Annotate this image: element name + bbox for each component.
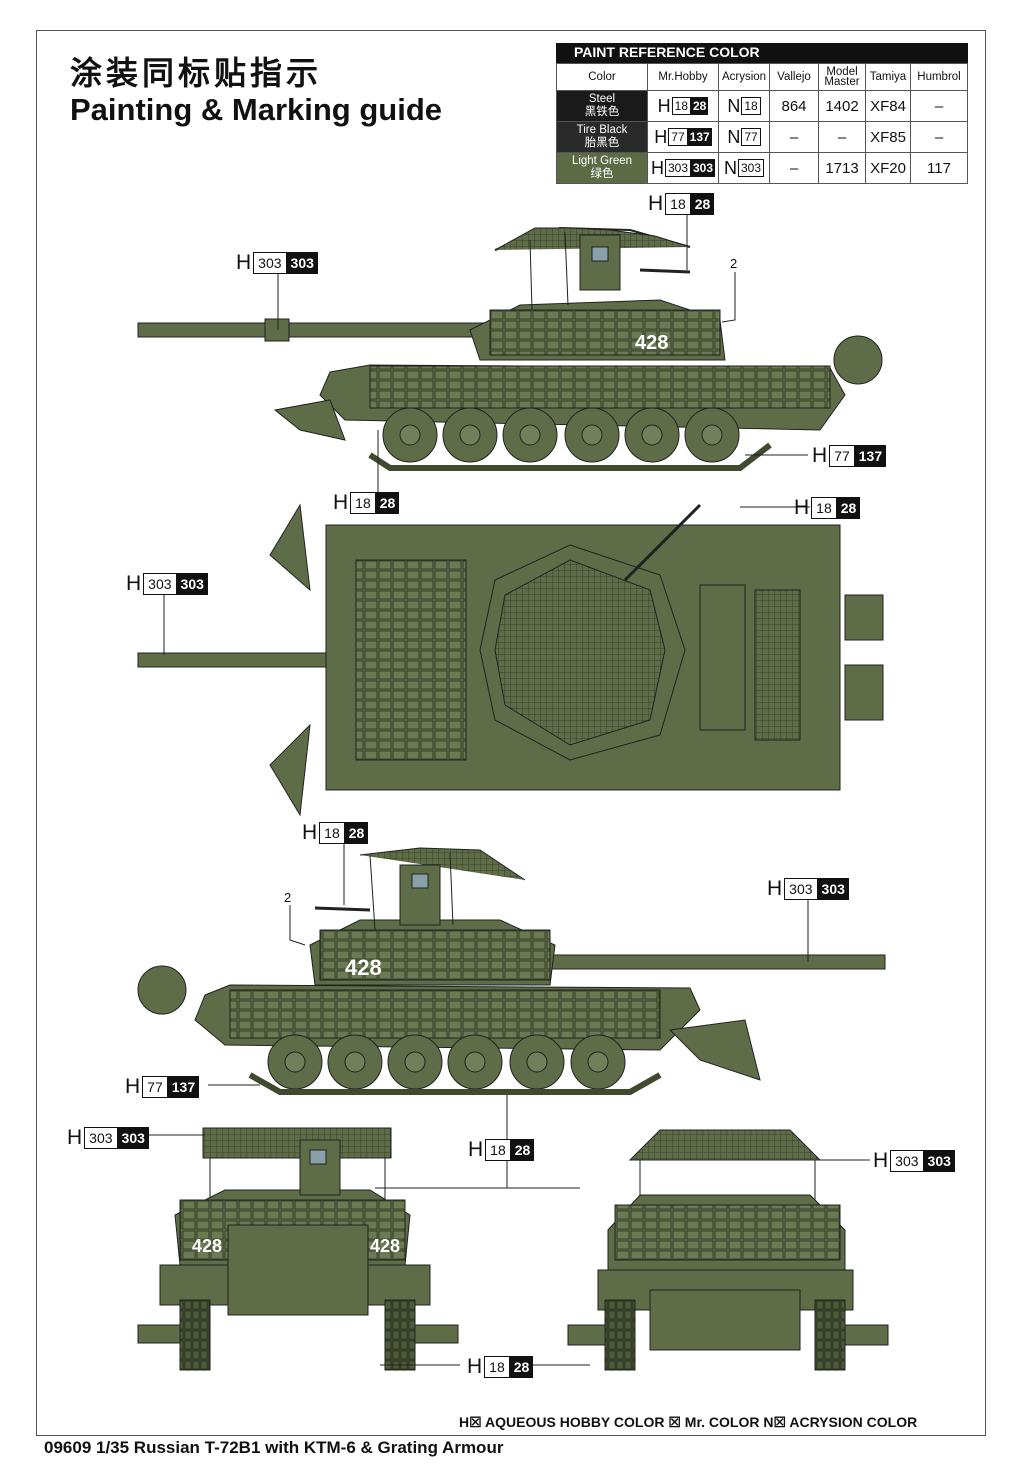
front-view <box>137 1127 459 1371</box>
page-frame <box>36 30 986 1436</box>
table-header-row: Color Mr.Hobby Acrysion Vallejo Model Ma… <box>556 63 968 91</box>
reactive-armour <box>369 365 831 409</box>
model-master-code: 1713 <box>818 152 866 184</box>
leader-lines <box>147 212 870 1366</box>
product-footer: 09609 1/35 Russian T-72B1 with KTM-6 & G… <box>44 1438 504 1457</box>
column-header: Model Master <box>818 63 866 91</box>
side-view-right <box>137 847 886 1095</box>
fuel-drum <box>844 664 884 721</box>
hull-number: 428 <box>192 1236 222 1256</box>
title-english: Painting & Marking guide <box>70 92 443 127</box>
column-header: Humbrol <box>910 63 968 91</box>
column-header: Acrysion <box>718 63 770 91</box>
mine-plough <box>273 399 346 441</box>
tamiya-code: XF20 <box>865 152 911 184</box>
color-legend: H☒ AQUEOUS HOBBY COLOR ☒ Mr. COLOR N☒ AC… <box>459 1414 918 1430</box>
fuel-drum <box>844 594 884 641</box>
mine-plough <box>668 1019 761 1081</box>
paint-reference-table: PAINT REFERENCE COLOR Color Mr.Hobby Acr… <box>556 43 968 184</box>
vallejo-code: – <box>769 121 819 153</box>
model-master-code: 1402 <box>818 90 866 122</box>
track <box>368 442 772 471</box>
humbrol-code: – <box>910 90 968 122</box>
road-wheels <box>382 407 740 463</box>
paint-reference-heading: PAINT REFERENCE COLOR <box>556 43 968 63</box>
spare-wheel <box>137 965 187 1015</box>
side-view-left <box>137 226 883 471</box>
rear-view <box>567 1129 889 1371</box>
track <box>248 1072 662 1095</box>
column-header: Tamiya <box>865 63 911 91</box>
gun-barrel <box>544 954 886 970</box>
part-number: 2 <box>730 256 738 271</box>
title-chinese: 涂装同标贴指示 <box>70 54 323 92</box>
mine-plough <box>269 503 311 592</box>
hull-number: 428 <box>345 955 382 980</box>
gun-barrel <box>137 322 491 338</box>
humbrol-code: 117 <box>910 152 968 184</box>
hull-number: 428 <box>635 332 668 354</box>
tamiya-code: XF84 <box>865 90 911 122</box>
hull-number: 428 <box>370 1236 400 1256</box>
top-view <box>137 503 884 817</box>
spare-wheel <box>833 335 883 385</box>
commander-hatch <box>579 234 621 291</box>
mine-plough <box>269 723 311 817</box>
part-number: 2 <box>284 890 292 905</box>
